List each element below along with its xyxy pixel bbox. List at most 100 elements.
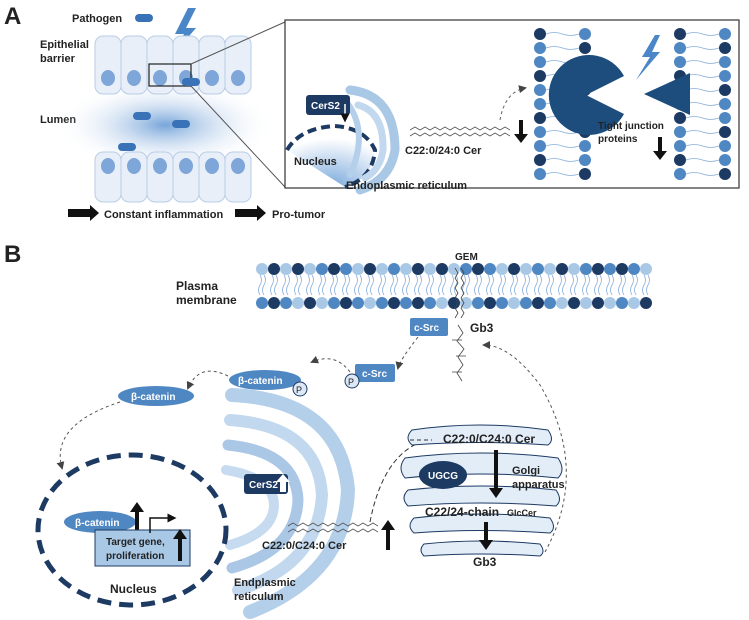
lipid-head (534, 56, 546, 68)
lipid-head-top (628, 263, 640, 275)
lipid-head-bottom (292, 297, 304, 309)
lipid-tail (426, 274, 434, 296)
lipid-head (579, 28, 591, 40)
tj-label-line2: proteins (598, 134, 638, 145)
lipid-head (719, 98, 731, 110)
lipid-head-bottom (580, 297, 592, 309)
csrc-p-phospho-label: P (348, 377, 354, 387)
cers2-a-box (306, 95, 350, 115)
lipid-head-bottom (364, 297, 376, 309)
lipid-head-bottom (280, 297, 292, 309)
pathogen-1 (182, 78, 200, 86)
lipid-head-top (400, 263, 412, 275)
lipid-tail (510, 274, 518, 296)
lipid-head-top (376, 263, 388, 275)
bcat-p-shape (229, 370, 301, 390)
glccer-main-label: C22/24-chain (425, 505, 499, 519)
arrow-csrc-to-bcat (310, 355, 351, 373)
ceramide-b-up-head (381, 520, 395, 530)
arrow-golgi-to-membrane (482, 341, 567, 553)
glccer-sub-label: GlcCer (507, 508, 537, 518)
bcat-nuc-up-shaft (135, 510, 139, 532)
csrc-p-phospho (344, 373, 360, 389)
ugcg-label: UGCG (428, 471, 458, 482)
lipid-tail (630, 274, 638, 296)
zoom-line-bottom (190, 85, 286, 188)
ceramide-b-up-shaft (386, 528, 390, 550)
tj-down-arrow-shaft (658, 137, 662, 153)
lipid-head-top (328, 263, 340, 275)
lipid-head (579, 140, 591, 152)
lipid-tail (414, 274, 422, 296)
lipid-head-bottom (472, 297, 484, 309)
plasma-label-line2: membrane (176, 293, 237, 307)
gb3-label: Gb3 (470, 321, 494, 335)
lipid-head (674, 42, 686, 54)
lipid-head-bottom (436, 297, 448, 309)
lipid-head-bottom (388, 297, 400, 309)
lipid-head (534, 168, 546, 180)
target-up-shaft (178, 537, 182, 561)
lipid-tail (342, 274, 350, 296)
lipid-head-bottom (256, 297, 268, 309)
zoom-box (148, 63, 192, 87)
golgi-label-line1: Golgi (512, 465, 540, 477)
lipid-tail (306, 274, 314, 296)
lipid-head (534, 154, 546, 166)
lipid-head-top (496, 263, 508, 275)
lipid-head-bottom (496, 297, 508, 309)
lipid-tail (558, 274, 566, 296)
lipid-head-bottom (520, 297, 532, 309)
lipid-head-top (364, 263, 376, 275)
csrc-p-box (355, 364, 395, 382)
lipid-tail (534, 274, 542, 296)
lipid-head-top (520, 263, 532, 275)
ceramide-a-down-arrow-head (514, 134, 528, 143)
gb3-golgi-label: Gb3 (473, 555, 497, 569)
lipid-tail (545, 158, 580, 162)
lipid-head-top (532, 263, 544, 275)
golgi-down-head-1 (489, 488, 503, 498)
lipid-head-bottom (352, 297, 364, 309)
lipid-head-bottom (400, 297, 412, 309)
tj-down-arrow-head (653, 151, 667, 160)
lipid-head (534, 42, 546, 54)
lipid-head-top (280, 263, 292, 275)
gb3-sugar-chain (452, 324, 466, 382)
lipid-head-top (604, 263, 616, 275)
lipid-head-top (640, 263, 652, 275)
lipid-tail (354, 274, 362, 296)
lipid-tail (685, 88, 720, 92)
lipid-head (674, 154, 686, 166)
lipid-head-top (568, 263, 580, 275)
lipid-head-top (388, 263, 400, 275)
lipid-tail (546, 274, 554, 296)
lipid-head-bottom (556, 297, 568, 309)
lipid-tail (685, 158, 720, 162)
golgi-down-shaft-1 (494, 450, 498, 490)
lipid-head (719, 42, 731, 54)
arrow-bcat-to-free (186, 370, 229, 390)
lipid-head (674, 140, 686, 152)
csrc-label: c-Src (414, 323, 439, 334)
pathogen-3 (172, 120, 190, 128)
golgi-down-head-2 (479, 540, 493, 550)
lipid-head-top (580, 263, 592, 275)
lipid-head (534, 112, 546, 124)
lipid-tail (366, 274, 374, 296)
lipid-head (534, 28, 546, 40)
lipid-head-top (352, 263, 364, 275)
panel-a-letter: A (4, 3, 21, 30)
lipid-head-top (268, 263, 280, 275)
lipid-head (719, 28, 731, 40)
lipid-tail (486, 274, 494, 296)
flow-arrow-1 (68, 205, 99, 221)
lipid-head-bottom (532, 297, 544, 309)
target-up-head (173, 529, 187, 539)
lipid-tail (685, 144, 720, 148)
lipid-tail (570, 274, 578, 296)
lipid-tail (685, 60, 720, 64)
lipid-tail (685, 102, 720, 106)
lipid-head (534, 126, 546, 138)
